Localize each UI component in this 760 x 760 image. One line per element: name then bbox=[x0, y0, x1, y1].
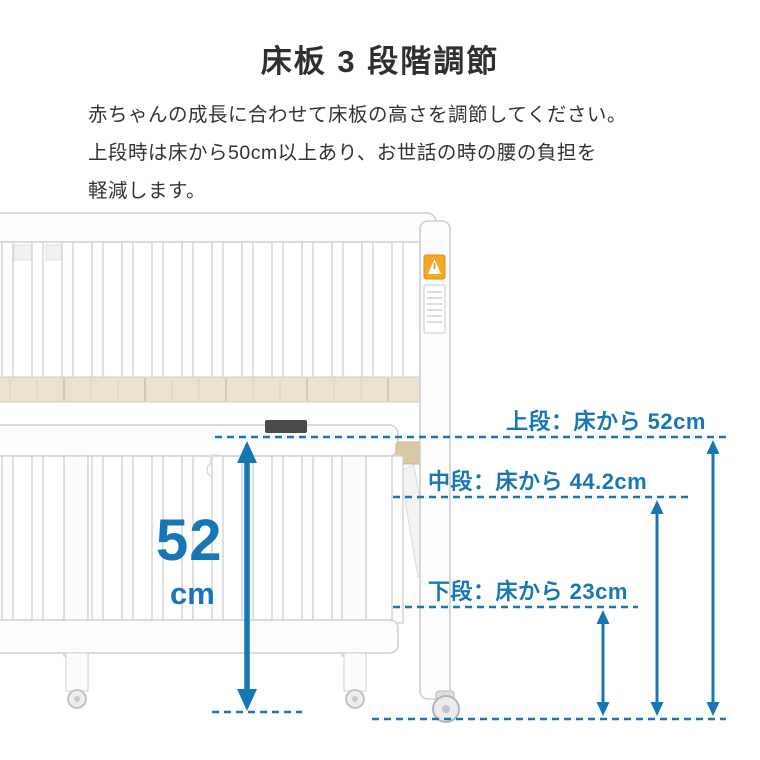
crib-illustration bbox=[0, 212, 460, 723]
height-arrow-upper bbox=[706, 440, 720, 716]
description-line: 上段時は床から50cm以上あり、お世話の時の腰の負担を bbox=[88, 142, 597, 164]
height-unit: cm bbox=[170, 576, 215, 611]
page-title: 床板 3 段階調節 bbox=[260, 44, 500, 79]
upper-level-label: 上段：床から 52cm bbox=[506, 409, 706, 434]
height-arrow-middle bbox=[650, 500, 664, 716]
crib-product-tag bbox=[265, 420, 307, 433]
crib-right-post bbox=[419, 220, 451, 700]
height-value: 52 bbox=[156, 508, 223, 573]
height-arrow-main bbox=[237, 441, 257, 711]
middle-level-label: 中段：床から 44.2cm bbox=[428, 469, 648, 494]
crib-bottom-rail bbox=[0, 619, 399, 654]
description: 赤ちゃんの成長に合わせて床板の高さを調節してください。 上段時は床から50cm以… bbox=[88, 96, 688, 210]
description-line: 赤ちゃんの成長に合わせて床板の高さを調節してください。 bbox=[88, 104, 627, 126]
lower-level-label: 下段：床から 23cm bbox=[428, 579, 628, 604]
warning-sticker bbox=[423, 254, 446, 280]
caution-label bbox=[423, 284, 446, 334]
crib-front-legs bbox=[65, 652, 367, 709]
height-arrow-lower bbox=[596, 610, 610, 716]
crib-mattress-board bbox=[0, 376, 423, 403]
caster-wheel bbox=[432, 690, 460, 723]
description-line: 軽減します。 bbox=[88, 180, 207, 202]
crib-upper-slats bbox=[1, 241, 404, 393]
